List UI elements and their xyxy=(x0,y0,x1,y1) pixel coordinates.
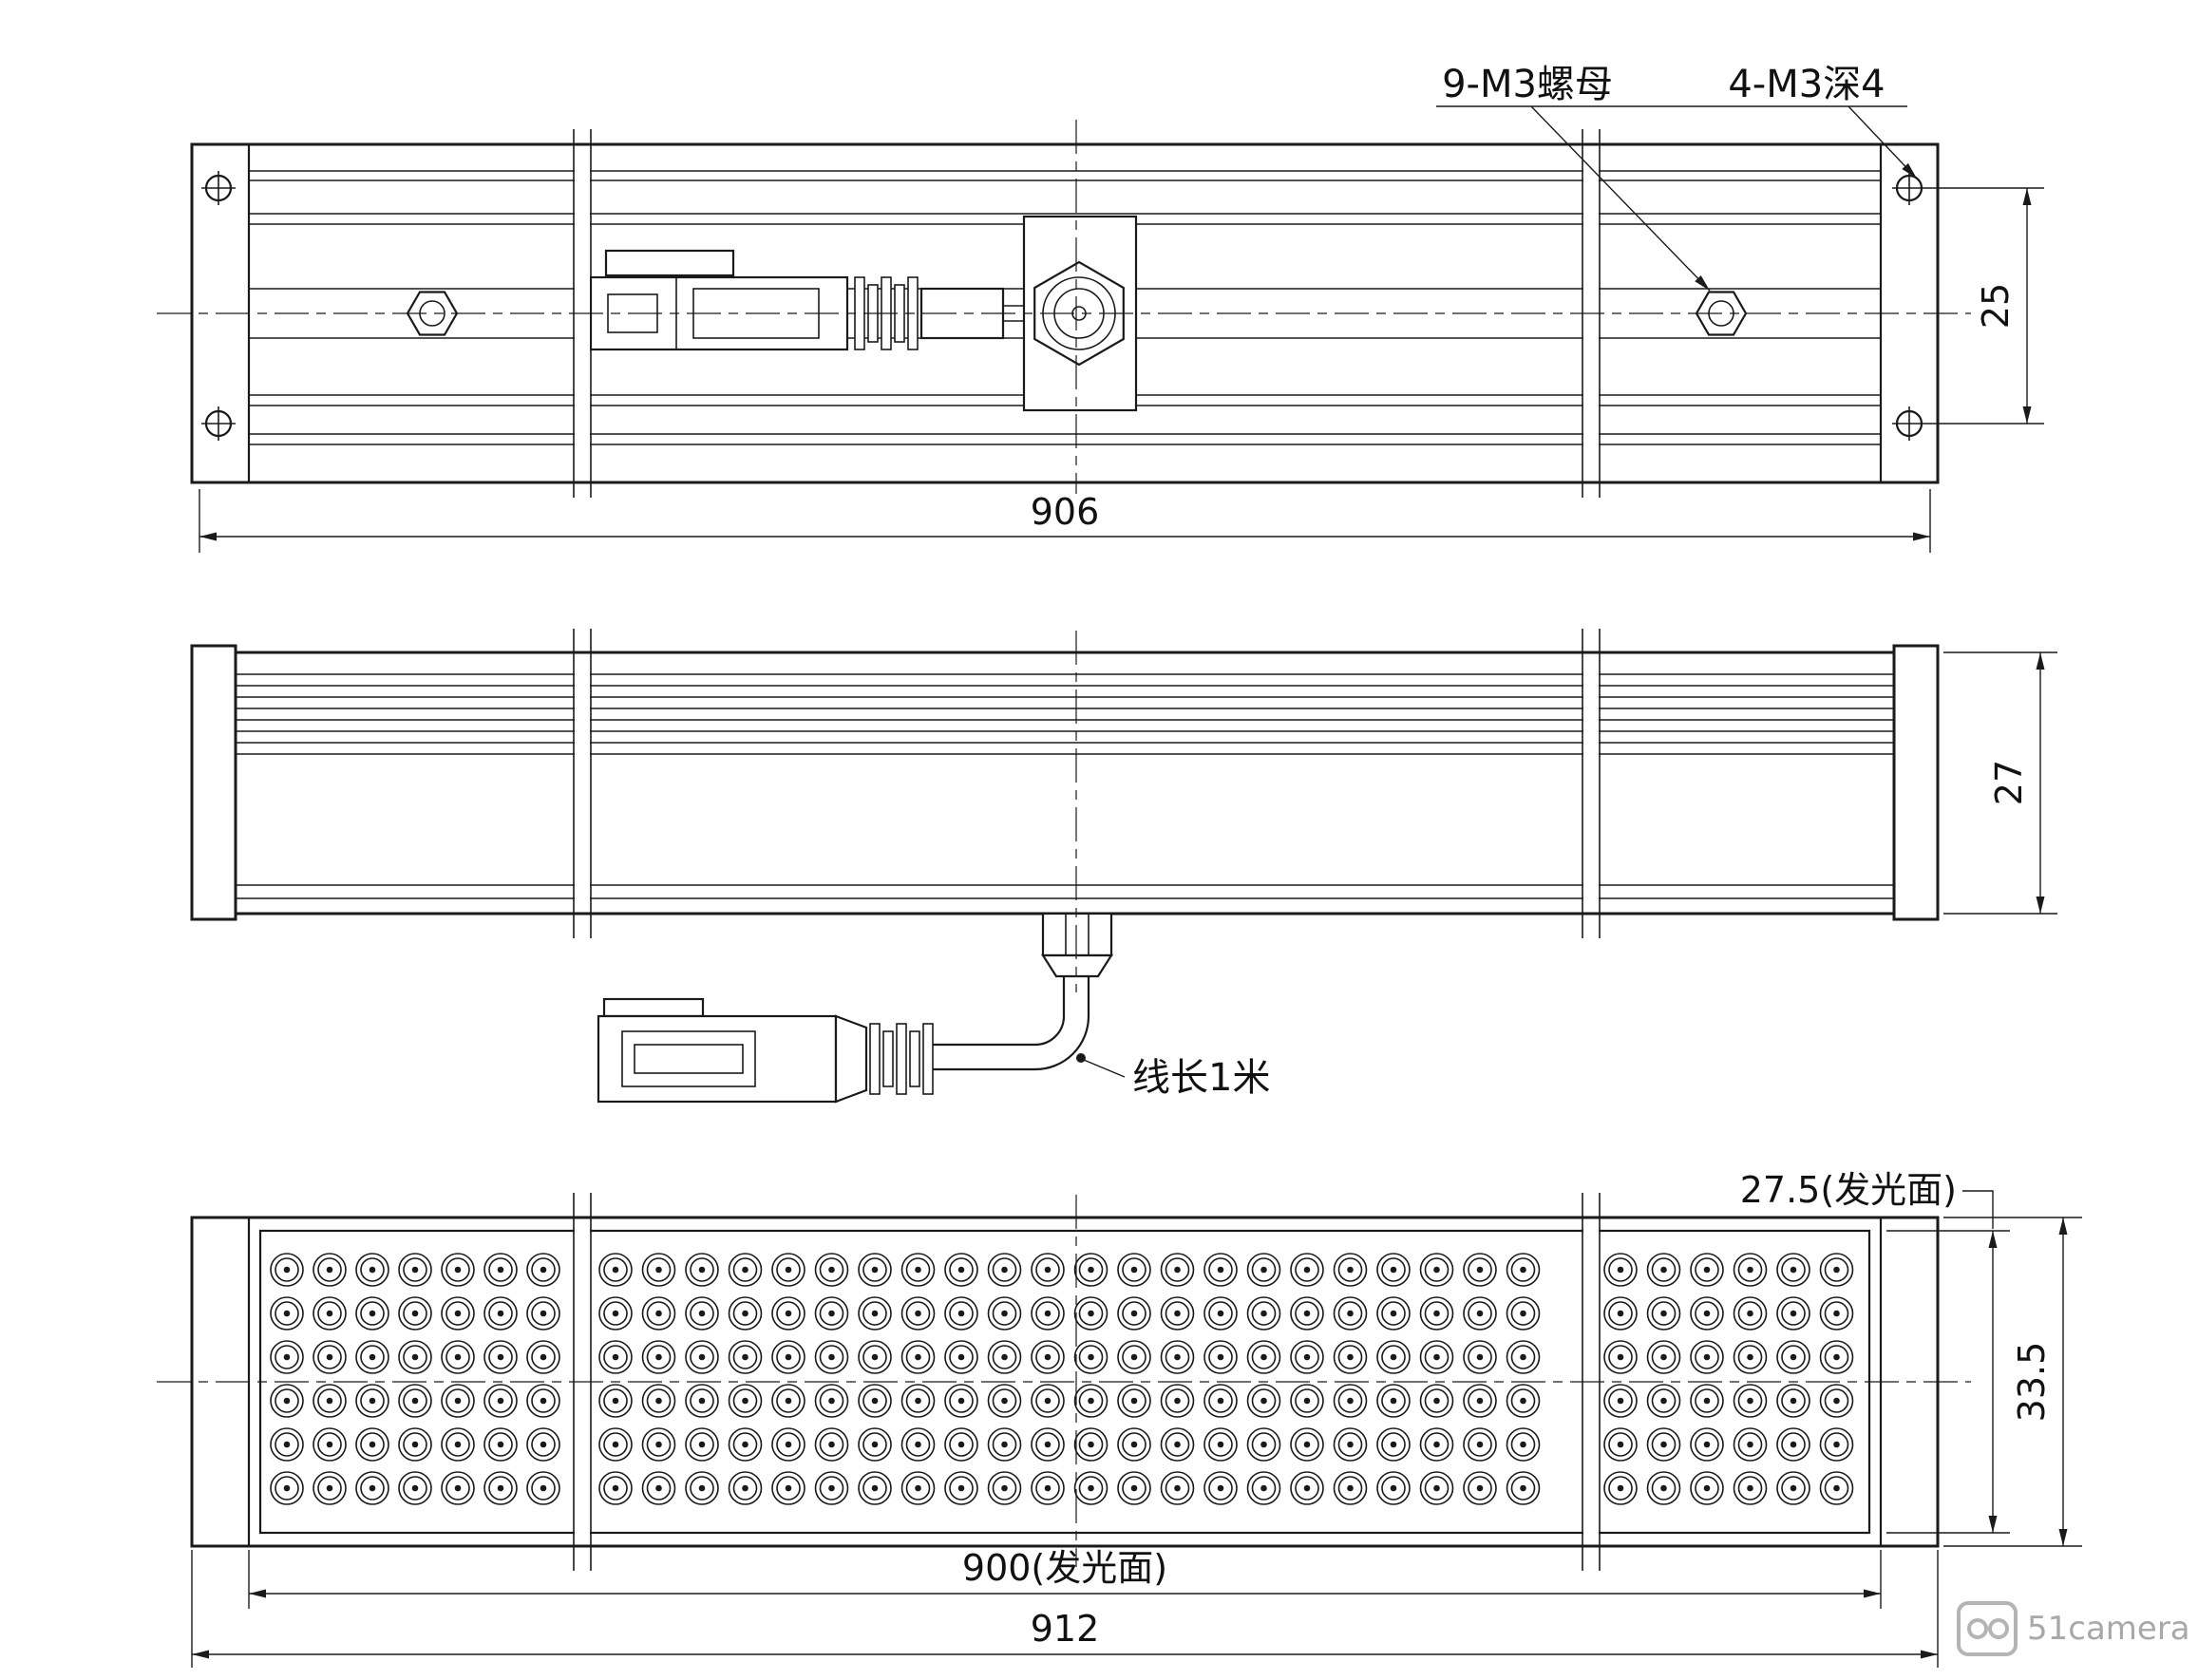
cable-length-text: 线长1米 xyxy=(1132,1056,1270,1100)
centerlines xyxy=(157,120,1971,1567)
cable-leader-dot xyxy=(1076,1053,1086,1063)
watermark-logo-icon xyxy=(1957,1601,2018,1656)
bottom-view xyxy=(190,1216,1940,1548)
connector-latch-side xyxy=(602,997,705,1018)
dim-912-text: 912 xyxy=(1031,1608,1100,1650)
side-view-body-outline xyxy=(234,651,1896,916)
corner-mounting-holes xyxy=(201,171,1926,441)
side-view xyxy=(190,644,1940,921)
dim-25-text: 25 xyxy=(1975,283,2017,329)
side-view-left-cap xyxy=(190,644,237,921)
dim-27-5-text: 27.5(发光面) xyxy=(1740,1169,1957,1211)
tap-callout-text: 4-M3深4 xyxy=(1728,63,1885,106)
cable-inner-edge xyxy=(933,976,1066,1047)
cable-outer-edge xyxy=(933,976,1090,1071)
watermark: 51camera xyxy=(1957,1601,2190,1656)
cable-assembly-side xyxy=(597,912,1114,1104)
nut-callout-text: 9-M3螺母 xyxy=(1442,63,1613,106)
side-view-right-cap xyxy=(1892,644,1940,921)
connector-latch xyxy=(604,249,735,277)
dim-33-5-text: 33.5 xyxy=(2011,1342,2053,1423)
dim-27-text: 27 xyxy=(1988,760,2030,805)
dimensions: 906 25 27 27.5(发光面) 33.5 900(发光面) 912 xyxy=(191,187,2082,1668)
dim-906-text: 906 xyxy=(1031,491,1100,533)
side-view-ridge-lines xyxy=(236,673,1894,899)
callout-labels: 9-M3螺母 4-M3深4 线长1米 xyxy=(1076,63,1918,1100)
cable-corrugation xyxy=(869,1023,934,1095)
watermark-text: 51camera xyxy=(2027,1610,2190,1648)
cable-gland-side xyxy=(1041,912,1113,957)
dim-900-text: 900(发光面) xyxy=(962,1547,1167,1589)
led-array xyxy=(270,1253,1854,1505)
